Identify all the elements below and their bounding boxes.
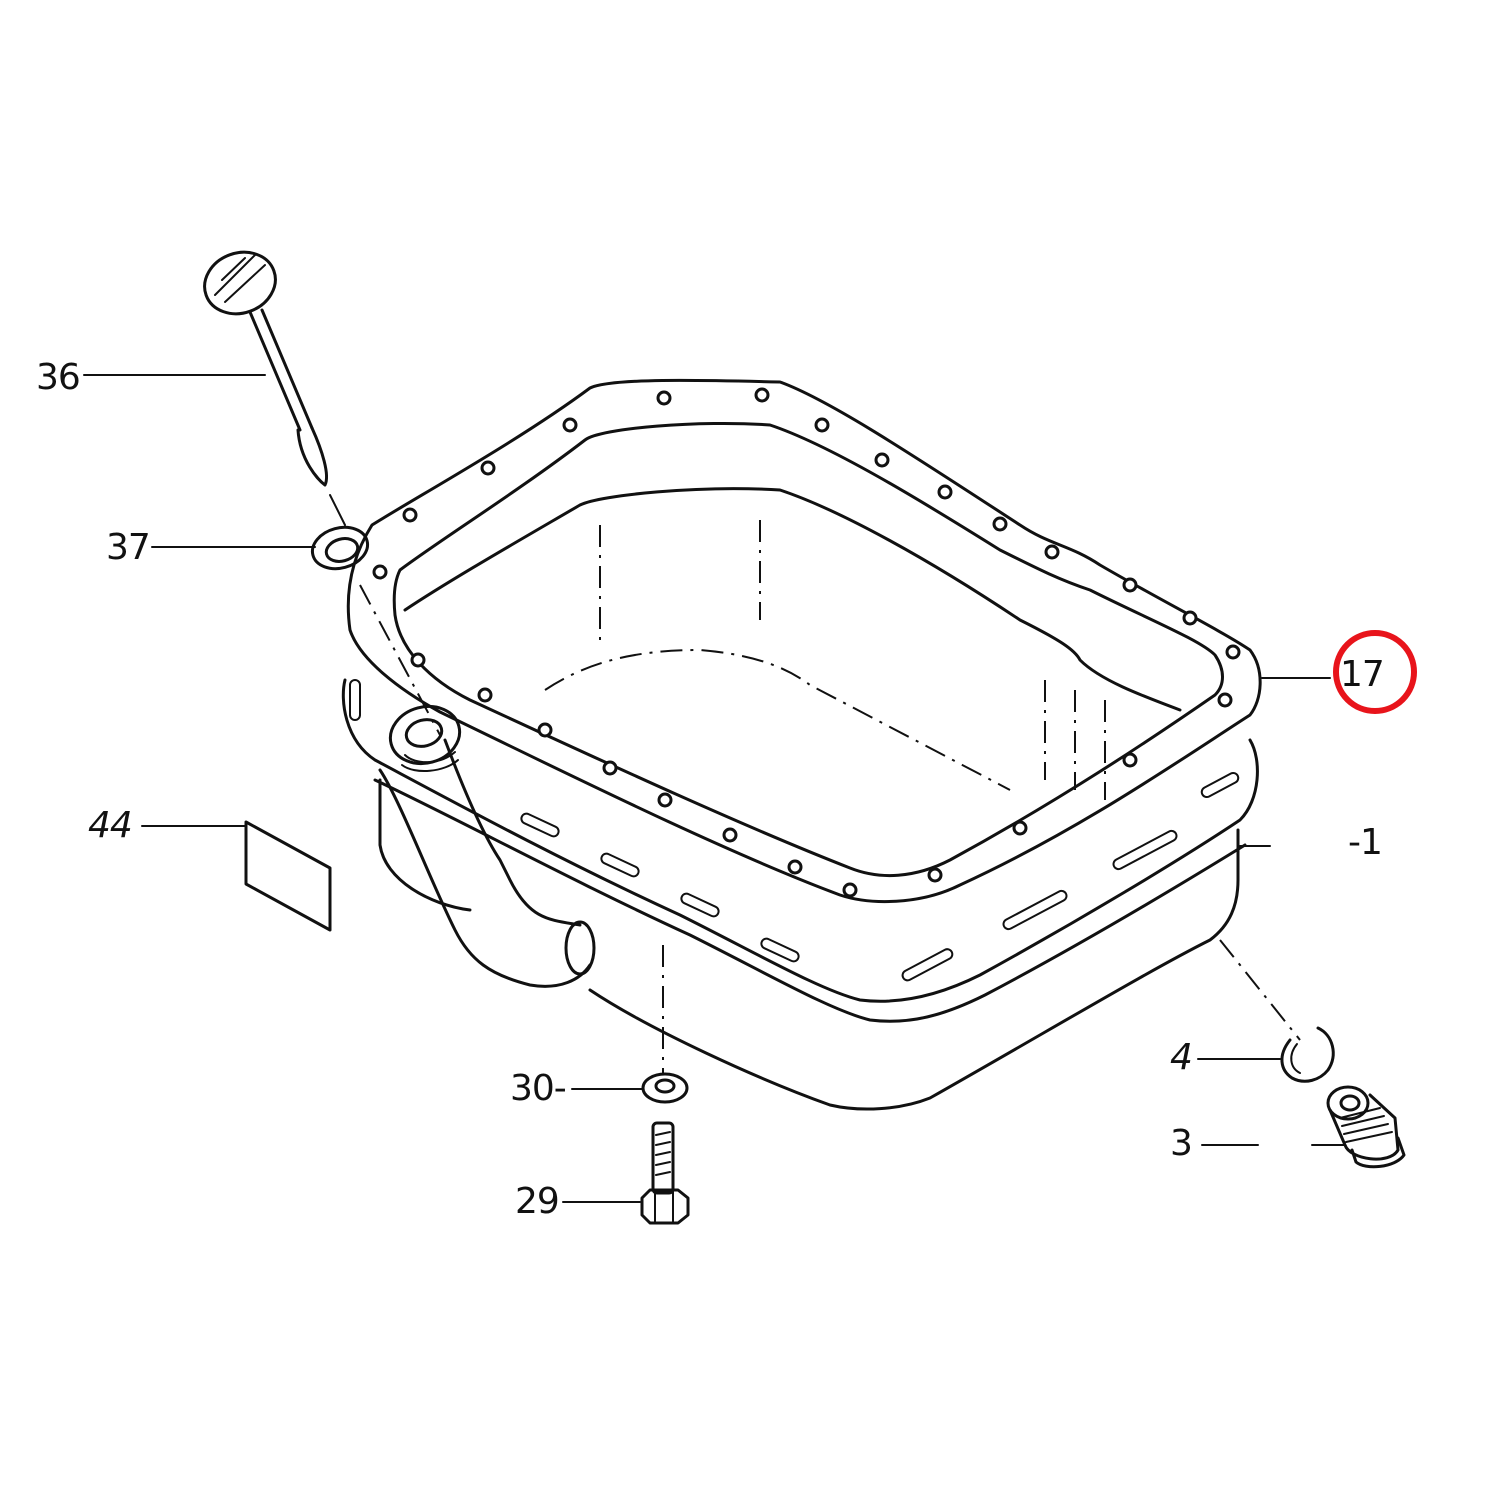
callout-3[interactable]: 3 bbox=[1170, 1123, 1193, 1164]
washer-drawing[interactable] bbox=[641, 1072, 689, 1104]
drain-plug-drawing[interactable] bbox=[1326, 1085, 1406, 1169]
dipstick-drawing[interactable] bbox=[196, 242, 328, 487]
dipstick-seal-drawing[interactable] bbox=[308, 494, 372, 575]
callout-4[interactable]: 4 bbox=[1170, 1037, 1193, 1078]
oil-pan-drawing[interactable] bbox=[341, 487, 1301, 1111]
flange-slots bbox=[349, 679, 1240, 982]
callout-29[interactable]: 29 bbox=[515, 1181, 560, 1222]
leader-lines bbox=[83, 374, 1346, 1203]
callout-37[interactable]: 37 bbox=[106, 527, 151, 568]
gasket-bolt-holes bbox=[372, 387, 1241, 898]
callout-1[interactable]: -1 bbox=[1348, 822, 1383, 863]
bolt-drawing[interactable] bbox=[640, 1121, 690, 1225]
drain-plug-seal-ring-drawing[interactable] bbox=[1280, 1026, 1335, 1083]
oil-pan-gasket-drawing[interactable] bbox=[346, 378, 1262, 904]
callout-17[interactable]: 17 bbox=[1340, 654, 1385, 695]
callout-36[interactable]: 36 bbox=[36, 357, 81, 398]
callout-30[interactable]: 30- bbox=[510, 1068, 567, 1109]
label-plate-drawing[interactable] bbox=[244, 820, 332, 932]
callout-44[interactable]: 44 bbox=[88, 805, 133, 846]
